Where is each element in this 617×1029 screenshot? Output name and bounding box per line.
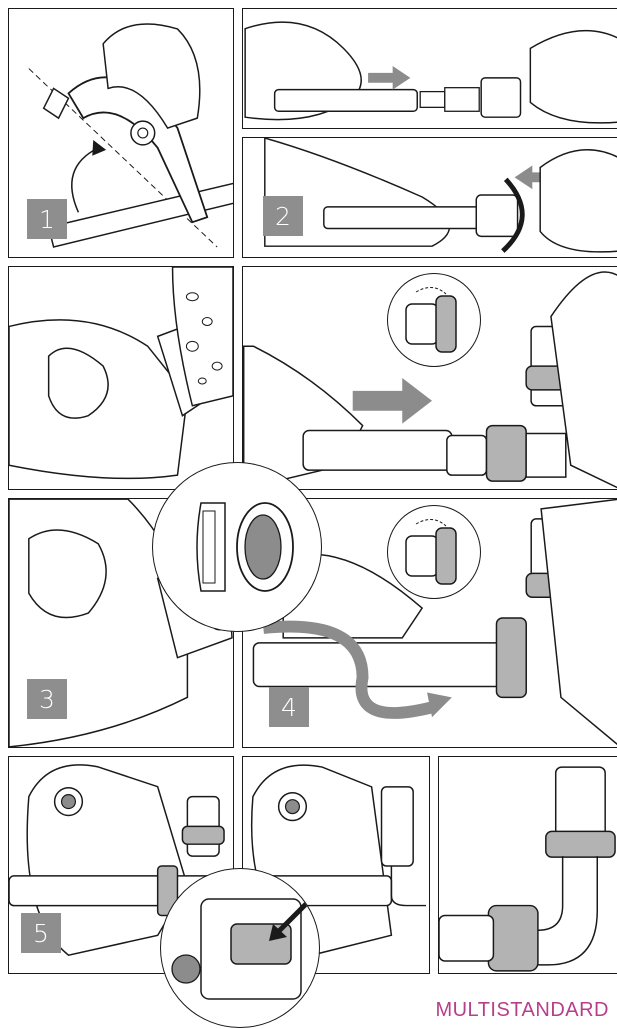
panel-step-5-press-c: [438, 756, 617, 974]
panel-step-2-insert-b: 2: [242, 137, 617, 258]
panel-step-1-cut-pipe: 1: [8, 8, 234, 258]
detail-magnifier: [387, 273, 481, 367]
detail-magnifier: [387, 505, 481, 599]
panel-step-4-join-a: [242, 266, 617, 490]
step-number-badge: 4: [269, 687, 309, 727]
step-number: 5: [33, 919, 49, 948]
step-number-badge: 5: [21, 913, 61, 953]
step-number-badge: 3: [27, 679, 67, 719]
pipe-insert-illustration: [243, 9, 617, 128]
step-number: 1: [39, 205, 55, 234]
panel-step-2-insert-a: [242, 8, 617, 129]
brand-wordmark: MULTISTANDARD: [435, 999, 609, 1022]
step-number-badge: 2: [263, 196, 303, 236]
step-number: 3: [39, 685, 55, 714]
calibration-tool-illustration: [9, 267, 233, 489]
press-detail-circle: [160, 868, 320, 1028]
step-number: 2: [275, 202, 291, 231]
step-number: 4: [281, 693, 297, 722]
step-number-badge: 1: [27, 199, 67, 239]
panel-step-3-calibrate-a: [8, 266, 234, 490]
calibration-detail-circle: [152, 462, 322, 632]
pressed-fitting-illustration: [439, 757, 617, 973]
